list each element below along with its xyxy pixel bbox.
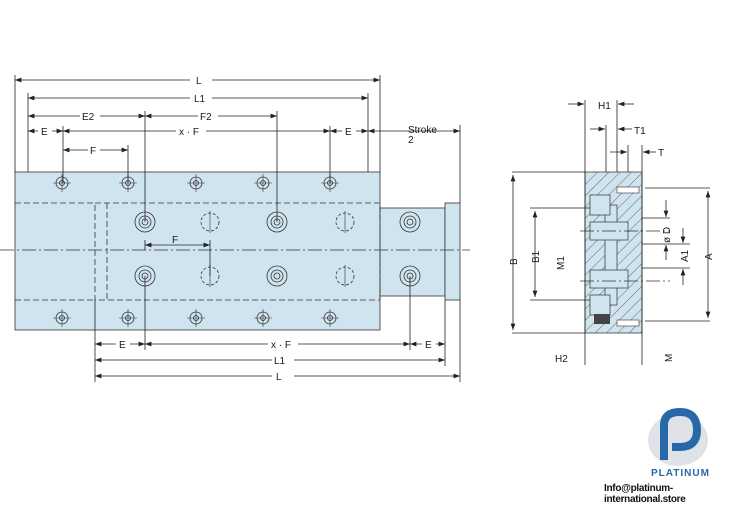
dim-T: T: [658, 148, 664, 159]
hidden-hole-icon: [335, 265, 355, 287]
mounting-hole-icon: [321, 309, 339, 327]
mounting-hole-icon: [254, 174, 272, 192]
dim-F-top: F: [90, 146, 96, 157]
cylinder-body: [14, 171, 381, 331]
brand-name: PLATINUM: [651, 468, 710, 479]
dim-A: A: [704, 253, 715, 260]
dim-L1-top: L1: [194, 94, 206, 105]
rod-end-plate: [444, 202, 461, 301]
mounting-hole-icon: [187, 309, 205, 327]
counterbore-hole-icon: [266, 265, 288, 287]
dim-xF-bottom: x · F: [271, 340, 291, 351]
dim-T1: T1: [634, 126, 646, 137]
hidden-hole-icon: [335, 211, 355, 233]
dim-E-bottom-left: E: [119, 340, 126, 351]
hidden-hole-icon: [200, 211, 220, 233]
piston-hidden-outline: [94, 202, 381, 301]
dim-E-bottom-right: E: [425, 340, 432, 351]
dim-L-top: L: [196, 76, 202, 87]
contact-email: Info@platinum-international.store: [604, 483, 686, 505]
dim-B1: B1: [531, 250, 542, 263]
dim-L-bottom: L: [276, 372, 282, 383]
front-view: L L1 E2 F2 E x · F E Stroke 2 F F E x · …: [0, 74, 470, 383]
platinum-logo: [648, 407, 708, 466]
dim-E-top-left: E: [41, 127, 48, 138]
dim-F2: F2: [200, 112, 212, 123]
dim-E2: E2: [82, 112, 95, 123]
mounting-hole-icon: [187, 174, 205, 192]
dim-stroke: Stroke: [408, 125, 437, 136]
mounting-hole-icon: [119, 309, 137, 327]
counterbore-hole-icon: [399, 211, 421, 233]
dim-stroke-divisor: 2: [408, 135, 414, 146]
dim-M1: M1: [556, 256, 567, 270]
side-section-view: H1 T1 T B B1 M1 ø D A1 A H2 M: [509, 100, 715, 365]
dim-A1: A1: [680, 249, 691, 262]
mounting-hole-icon: [53, 309, 71, 327]
dim-F-inner: F: [172, 235, 178, 246]
dim-D: ø D: [662, 227, 673, 243]
mounting-hole-icon: [53, 174, 71, 192]
dim-L1-bottom: L1: [274, 356, 286, 367]
dim-H2: H2: [555, 354, 568, 365]
mounting-hole-icon: [254, 309, 272, 327]
dim-B: B: [509, 258, 520, 265]
dim-H1: H1: [598, 101, 611, 112]
dim-xF-top: x · F: [179, 127, 199, 138]
dim-M: M: [664, 354, 675, 362]
dim-E-top-right: E: [345, 127, 352, 138]
